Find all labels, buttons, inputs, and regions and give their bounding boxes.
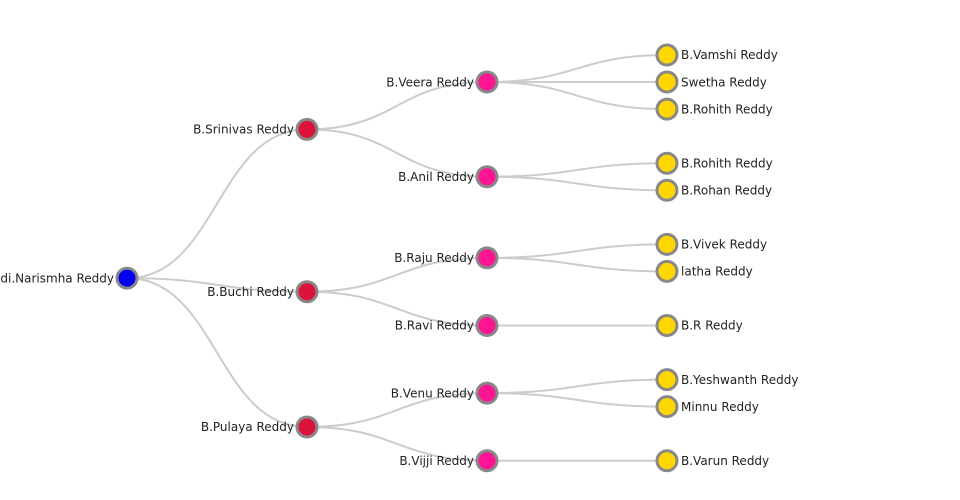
tree-link bbox=[486, 243, 668, 259]
tree-node[interactable]: B.Varun Reddy bbox=[655, 449, 769, 473]
node-label: B.Varun Reddy bbox=[681, 454, 769, 468]
node-circle[interactable] bbox=[655, 314, 679, 337]
node-circle[interactable] bbox=[655, 70, 679, 94]
node-circle[interactable] bbox=[295, 280, 319, 304]
node-circle[interactable] bbox=[295, 415, 319, 439]
tree-node[interactable]: B.Vamshi Reddy bbox=[655, 43, 778, 67]
node-circle[interactable] bbox=[475, 449, 499, 473]
node-circle[interactable] bbox=[655, 97, 679, 121]
node-label: B.Vamshi Reddy bbox=[681, 48, 778, 62]
tree-link bbox=[306, 256, 488, 293]
node-label: B.Pulaya Reddy bbox=[201, 420, 294, 434]
tree-link bbox=[126, 128, 308, 280]
tree-node[interactable]: B.Raju Reddy bbox=[394, 246, 499, 270]
node-label: B.Vivek Reddy bbox=[681, 238, 767, 252]
tree-link bbox=[486, 392, 668, 408]
tree-links bbox=[126, 54, 668, 462]
tree-node[interactable]: B.Anil Reddy bbox=[398, 165, 499, 189]
tree-node[interactable]: B.Ravi Reddy bbox=[395, 314, 499, 337]
node-circle[interactable] bbox=[115, 266, 139, 290]
tree-node[interactable]: B.Rohith Reddy bbox=[655, 151, 773, 175]
node-label: B.Ravi Reddy bbox=[395, 319, 474, 333]
tree-link bbox=[486, 256, 668, 273]
node-circle[interactable] bbox=[655, 395, 679, 419]
node-label: B.Vijji Reddy bbox=[399, 454, 474, 468]
tree-link bbox=[306, 128, 488, 178]
node-circle[interactable] bbox=[475, 246, 499, 270]
node-circle[interactable] bbox=[655, 259, 679, 283]
node-label: B.Anil Reddy bbox=[398, 170, 474, 184]
node-label: Minnu Reddy bbox=[681, 400, 759, 414]
tree-node[interactable]: B.Vijji Reddy bbox=[399, 449, 499, 473]
node-label: B.Rohan Reddy bbox=[681, 183, 772, 197]
tree-node[interactable]: B.Yeshwanth Reddy bbox=[655, 368, 798, 392]
node-label: latha Reddy bbox=[681, 265, 753, 279]
node-label: B.Rohith Reddy bbox=[681, 102, 773, 116]
tree-nodes: di.Narismha Reddy B.Srinivas Reddy B.Veera… bbox=[0, 43, 798, 473]
tree-node[interactable]: B.Srinivas Reddy bbox=[193, 117, 319, 141]
node-circle[interactable] bbox=[295, 117, 319, 141]
node-circle[interactable] bbox=[655, 151, 679, 175]
node-label: di.Narismha Reddy bbox=[0, 271, 114, 285]
node-label: B.R Reddy bbox=[681, 319, 743, 333]
node-circle[interactable] bbox=[475, 314, 499, 337]
tree-node[interactable]: B.Buchi Reddy bbox=[207, 280, 319, 304]
node-label: B.Yeshwanth Reddy bbox=[681, 373, 798, 387]
node-label: B.Veera Reddy bbox=[386, 75, 474, 89]
node-label: B.Rohith Reddy bbox=[681, 156, 773, 170]
tree-node[interactable]: di.Narismha Reddy bbox=[0, 266, 139, 290]
tree-node[interactable]: B.R Reddy bbox=[655, 314, 743, 337]
node-label: B.Venu Reddy bbox=[391, 386, 474, 400]
node-circle[interactable] bbox=[655, 449, 679, 473]
tree-link bbox=[486, 175, 668, 192]
node-circle[interactable] bbox=[655, 178, 679, 202]
tree-link bbox=[486, 378, 668, 395]
tree-node[interactable]: B.Pulaya Reddy bbox=[201, 415, 319, 439]
tree-node[interactable]: Minnu Reddy bbox=[655, 395, 759, 419]
node-label: B.Raju Reddy bbox=[394, 251, 474, 265]
tree-node[interactable]: B.Venu Reddy bbox=[391, 381, 499, 405]
tree-node[interactable]: latha Reddy bbox=[655, 259, 753, 283]
node-circle[interactable] bbox=[475, 381, 499, 405]
tree-node[interactable]: B.Vivek Reddy bbox=[655, 232, 767, 256]
tree-link bbox=[126, 277, 308, 293]
tree-link bbox=[306, 290, 488, 327]
tree-link bbox=[306, 392, 488, 428]
node-circle[interactable] bbox=[475, 165, 499, 189]
tree-link bbox=[126, 277, 308, 428]
tree-link bbox=[486, 54, 668, 84]
node-label: Swetha Reddy bbox=[681, 75, 767, 89]
node-label: B.Srinivas Reddy bbox=[193, 123, 294, 137]
tree-node[interactable]: B.Rohith Reddy bbox=[655, 97, 773, 121]
node-circle[interactable] bbox=[655, 232, 679, 256]
tree-link bbox=[306, 425, 488, 462]
tree-node[interactable]: B.Rohan Reddy bbox=[655, 178, 772, 202]
node-circle[interactable] bbox=[655, 43, 679, 67]
tree-node[interactable]: B.Veera Reddy bbox=[386, 70, 499, 94]
tree-link bbox=[306, 81, 488, 131]
node-circle[interactable] bbox=[655, 368, 679, 392]
tree-link bbox=[486, 81, 668, 111]
tree-link bbox=[486, 162, 668, 178]
node-label: B.Buchi Reddy bbox=[207, 285, 294, 299]
node-circle[interactable] bbox=[475, 70, 499, 94]
tree-node[interactable]: Swetha Reddy bbox=[655, 70, 767, 94]
